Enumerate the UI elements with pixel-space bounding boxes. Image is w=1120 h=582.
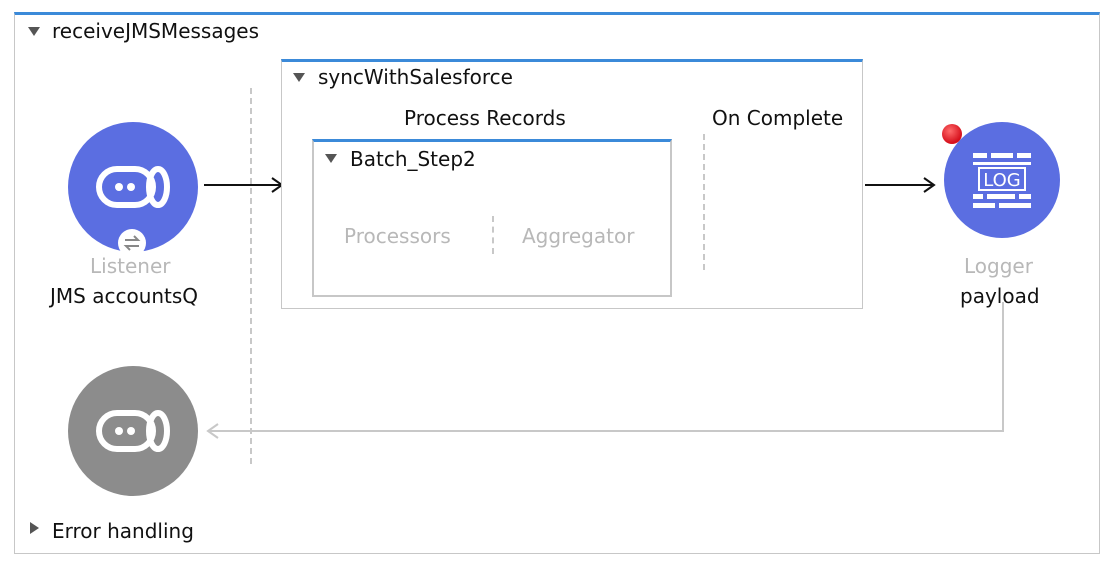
on-complete-divider <box>703 134 705 270</box>
collapse-flow-icon[interactable] <box>28 27 40 36</box>
expand-error-handling-icon[interactable] <box>30 522 39 534</box>
response-return-arrow <box>206 302 1004 439</box>
aggregator-drop-area[interactable]: Aggregator <box>522 224 635 248</box>
log-icon-text: LOG <box>983 170 1021 191</box>
response-component[interactable] <box>68 366 198 496</box>
listener-name-label: JMS accountsQ <box>50 284 199 308</box>
flow-arrow-out <box>865 177 936 193</box>
jms-connector-icon <box>96 410 170 452</box>
process-records-label: Process Records <box>404 106 566 130</box>
exchange-pattern-badge <box>118 229 146 257</box>
flow-arrow-in <box>204 177 284 193</box>
jms-connector-icon <box>96 166 170 208</box>
batch-job-title[interactable]: syncWithSalesforce <box>318 65 513 89</box>
on-complete-label: On Complete <box>712 106 844 130</box>
batch-step-title[interactable]: Batch_Step2 <box>350 147 476 171</box>
flow-title[interactable]: receiveJMSMessages <box>52 19 260 43</box>
breakpoint-icon[interactable] <box>940 122 966 148</box>
log-icon: LOG <box>973 153 1031 208</box>
logger-component[interactable]: LOG <box>944 122 1060 238</box>
exchange-arrows-icon <box>123 235 141 251</box>
aggregator-divider <box>492 216 494 254</box>
processors-drop-area[interactable]: Processors <box>344 224 451 248</box>
logger-type-label: Logger <box>964 254 1033 278</box>
source-divider <box>250 88 252 464</box>
listener-type-label: Listener <box>90 254 171 278</box>
logger-name-label: payload <box>960 284 1040 308</box>
error-handling-label[interactable]: Error handling <box>52 519 194 543</box>
collapse-batch-step-icon[interactable] <box>325 154 337 163</box>
collapse-batch-icon[interactable] <box>293 73 305 82</box>
